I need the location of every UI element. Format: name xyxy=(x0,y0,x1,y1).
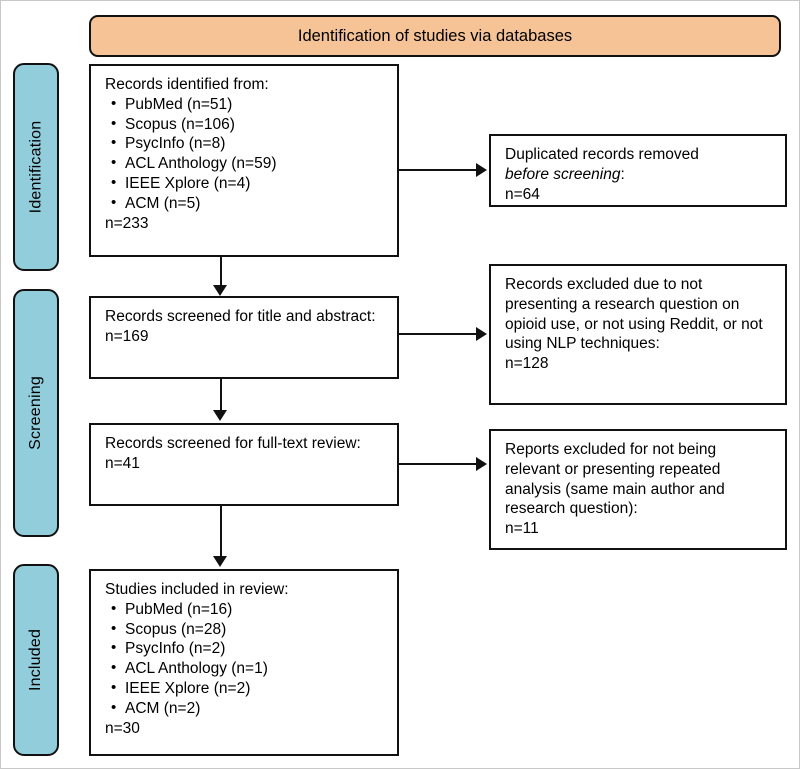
arrow-down-icon xyxy=(213,410,227,421)
list-item: PsycInfo (n=2) xyxy=(111,638,387,659)
box-records-screened-title-abstract: Records screened for title and abstract:… xyxy=(89,296,399,379)
box-total: n=233 xyxy=(105,214,149,232)
stage-tab-identification: Identification xyxy=(13,63,59,271)
list-item: Scopus (n=106) xyxy=(111,114,387,135)
box-total: n=64 xyxy=(505,185,540,203)
connector-line-fulltext-to-included xyxy=(220,506,222,558)
box-records-identified: Records identified from: PubMed (n=51) S… xyxy=(89,64,399,257)
list-item: IEEE Xplore (n=4) xyxy=(111,173,387,194)
list-item: PubMed (n=51) xyxy=(111,94,387,115)
connector-line-fulltext-to-reports xyxy=(399,463,478,465)
arrow-down-icon xyxy=(213,285,227,296)
box-heading: Records screened for title and abstract: xyxy=(105,308,376,325)
box-subheading-italic: before screening xyxy=(505,165,621,183)
box-total: n=169 xyxy=(105,327,149,345)
connector-line-screened-to-excluded xyxy=(399,333,478,335)
box-subheading-colon: : xyxy=(620,165,625,183)
box-studies-included: Studies included in review: PubMed (n=16… xyxy=(89,569,399,756)
box-heading: Records screened for full-text review: xyxy=(105,435,361,452)
arrow-right-icon xyxy=(476,327,487,341)
box-subheading: before screening: xyxy=(505,165,775,185)
box-total: n=11 xyxy=(505,520,539,538)
connector-line-identified-to-screened xyxy=(220,257,222,287)
box-total: n=128 xyxy=(505,355,549,373)
source-list: PubMed (n=16) Scopus (n=28) PsycInfo (n=… xyxy=(105,599,387,719)
arrow-right-icon xyxy=(476,457,487,471)
connector-line-screened-to-fulltext xyxy=(220,379,222,412)
stage-label-included: Included xyxy=(27,628,44,692)
stage-tab-included: Included xyxy=(13,564,59,756)
box-total: n=30 xyxy=(105,719,140,737)
box-heading: Studies included in review: xyxy=(105,581,289,598)
box-records-screened-full-text: Records screened for full-text review: n… xyxy=(89,423,399,506)
stage-label-screening: Screening xyxy=(27,376,45,450)
list-item: ACL Anthology (n=59) xyxy=(111,153,387,174)
box-heading: Duplicated records removed xyxy=(505,146,699,163)
box-records-excluded: Records excluded due to not presenting a… xyxy=(489,264,787,405)
source-list: PubMed (n=51) Scopus (n=106) PsycInfo (n… xyxy=(105,94,387,214)
box-total: n=41 xyxy=(105,454,140,472)
box-heading: Reports excluded for not being relevant … xyxy=(505,441,725,518)
box-heading: Records excluded due to not presenting a… xyxy=(505,276,763,353)
box-duplicates-removed: Duplicated records removed before screen… xyxy=(489,134,787,207)
arrow-right-icon xyxy=(476,163,487,177)
list-item: ACL Anthology (n=1) xyxy=(111,658,387,679)
list-item: PsycInfo (n=8) xyxy=(111,133,387,154)
stage-tab-screening: Screening xyxy=(13,289,59,537)
diagram-banner-title: Identification of studies via databases xyxy=(89,15,781,57)
connector-line-identified-to-duplicates xyxy=(399,169,478,171)
list-item: IEEE Xplore (n=2) xyxy=(111,678,387,699)
stage-label-identification: Identification xyxy=(27,120,45,214)
banner-label: Identification of studies via databases xyxy=(297,26,573,45)
list-item: ACM (n=2) xyxy=(111,698,387,719)
box-reports-excluded: Reports excluded for not being relevant … xyxy=(489,429,787,550)
list-item: PubMed (n=16) xyxy=(111,599,387,620)
list-item: Scopus (n=28) xyxy=(111,619,387,640)
list-item: ACM (n=5) xyxy=(111,193,387,214)
arrow-down-icon xyxy=(213,556,227,567)
box-heading: Records identified from: xyxy=(105,76,269,93)
